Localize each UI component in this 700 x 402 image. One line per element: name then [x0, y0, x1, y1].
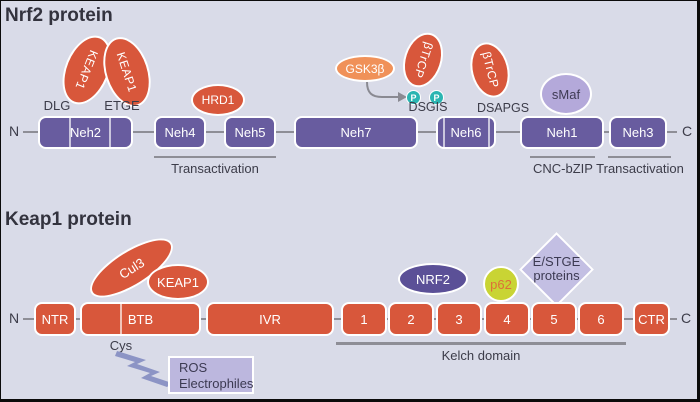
transactivation-label-1: Transactivation: [171, 161, 259, 176]
domain-neh1: Neh1: [520, 116, 604, 149]
ros-line2: Electrophiles: [179, 376, 254, 391]
keap1-section-title: Keap1 protein: [5, 209, 132, 230]
neh2-divider: [69, 118, 71, 147]
keap1-n-terminus: N: [9, 310, 20, 326]
domain-neh3-label: Neh3: [622, 125, 654, 140]
domain-btb: BTB: [80, 302, 201, 336]
cul3-label: Cul3: [116, 254, 147, 282]
nrf2-section-title: Nrf2 protein: [5, 5, 113, 26]
domain-neh3: Neh3: [609, 116, 667, 149]
domain-neh1-label: Neh1: [546, 125, 578, 140]
domain-neh4-label: Neh4: [164, 125, 196, 140]
keap1-c-terminus: C: [681, 310, 692, 326]
cys-label: Cys: [109, 338, 133, 353]
kelch-repeat-3-label: 3: [455, 311, 463, 327]
domain-btb-label: BTB: [127, 311, 154, 327]
hrd1-oval: HRD1: [191, 84, 245, 116]
estge-line2: proteins: [533, 268, 580, 283]
ros-line1: ROS: [179, 360, 208, 375]
keap1-oval-label: KEAP1: [157, 274, 199, 290]
dsgis-motif-label: DSGIS: [408, 100, 448, 114]
neh6-divider: [488, 118, 490, 147]
estge-label: E/STGE proteins: [514, 255, 599, 283]
keap1-oval: KEAP1: [147, 264, 209, 300]
phospho-icon: P: [406, 90, 421, 105]
keap1-oval-left-label: KEAP1: [72, 48, 102, 92]
cnc-bzip-label: CNC-bZIP: [533, 161, 593, 176]
phospho-2-label: P: [433, 92, 440, 103]
btrcp-oval-1-label: βTrCP: [410, 40, 436, 80]
nrf2-c-terminus: C: [682, 123, 693, 139]
kelch-repeat-2-label: 2: [407, 311, 415, 327]
domain-neh2: Neh2: [38, 116, 133, 149]
kelch-repeat-6-label: 6: [597, 311, 605, 327]
domain-ntr-label: NTR: [41, 311, 69, 327]
phospho-icon: P: [429, 90, 444, 105]
nrf2-oval: NRF2: [398, 263, 468, 295]
gsk3b-oval: GSK3β: [335, 55, 395, 82]
nrf2-oval-label: NRF2: [416, 271, 450, 287]
kelch-repeat-4-label: 4: [503, 311, 511, 327]
kelch-repeat-6: 6: [578, 302, 624, 336]
domain-neh5: Neh5: [224, 116, 276, 149]
keap1-oval-right-label: KEAP1: [113, 50, 141, 94]
domain-neh5-label: Neh5: [234, 125, 266, 140]
dsapgs-motif-label: DSAPGS: [476, 101, 530, 115]
hrd1-label: HRD1: [201, 93, 235, 107]
domain-ivr-label: IVR: [259, 311, 281, 327]
domain-neh7-label: Neh7: [340, 125, 372, 140]
btrcp-oval-2: βTrCP: [464, 38, 516, 102]
kelch-domain-label: Kelch domain: [441, 348, 521, 363]
phospho-1-label: P: [410, 92, 417, 103]
kelch-repeat-3: 3: [436, 302, 482, 336]
kelch-repeat-5-label: 5: [550, 311, 558, 327]
btrcp-oval-2-label: βTrCP: [478, 50, 502, 90]
neh6-divider: [443, 118, 445, 147]
smaf-label: sMaf: [551, 86, 581, 102]
domain-neh6-label: Neh6: [450, 125, 482, 140]
kelch-repeat-1-label: 1: [360, 311, 368, 327]
domain-ntr: NTR: [34, 302, 76, 336]
transactivation-label-2: Transactivation: [596, 161, 684, 176]
dlg-motif-label: DLG: [43, 98, 71, 113]
neh2-divider: [109, 118, 111, 147]
kelch-repeat-1: 1: [341, 302, 387, 336]
domain-neh2-label: Neh2: [69, 125, 102, 140]
nrf2-n-terminus: N: [9, 123, 20, 139]
btb-divider: [120, 304, 122, 334]
kelch-bracket: [336, 342, 626, 345]
cnc-bzip-bracket: [530, 156, 595, 158]
domain-ctr-label: CTR: [638, 311, 665, 327]
kelch-repeat-2: 2: [388, 302, 434, 336]
btrcp-oval-1: βTrCP: [396, 27, 450, 93]
transactivation-bracket-2: [608, 156, 671, 158]
etge-motif-label: ETGE: [104, 98, 140, 113]
ros-electrophiles-box: ROS Electrophiles: [168, 356, 254, 394]
p62-label: p62: [490, 276, 512, 292]
p62-circle: p62: [483, 266, 519, 302]
gsk3b-label: GSK3β: [345, 61, 385, 76]
kelch-repeat-5: 5: [531, 302, 577, 336]
smaf-oval: sMaf: [540, 73, 592, 115]
domain-neh6: Neh6: [436, 116, 496, 149]
domain-ivr: IVR: [206, 302, 334, 336]
estge-line1: E/STGE: [532, 254, 581, 269]
domain-ctr: CTR: [633, 302, 670, 336]
kelch-repeat-4: 4: [484, 302, 530, 336]
domain-neh7: Neh7: [294, 116, 418, 149]
domain-neh4: Neh4: [154, 116, 206, 149]
transactivation-bracket-1: [154, 156, 276, 158]
